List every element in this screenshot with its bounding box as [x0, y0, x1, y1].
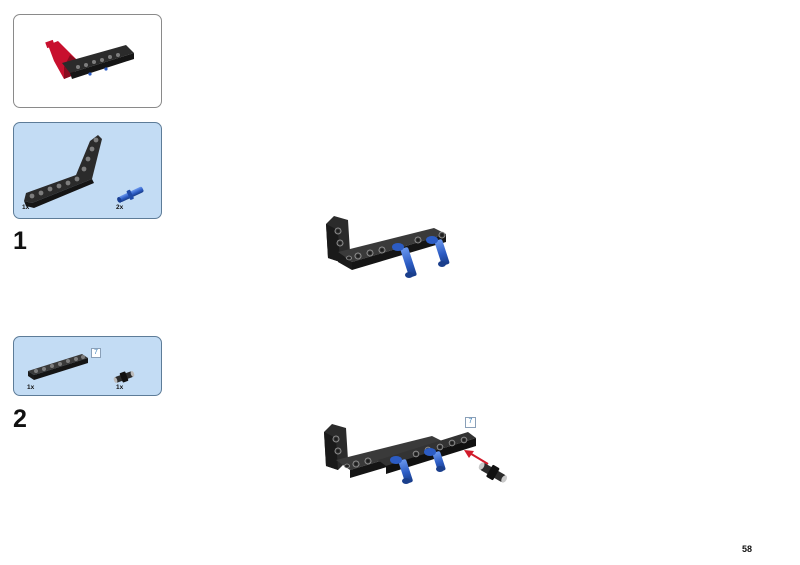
subassembly-panel — [13, 14, 162, 108]
blue-axle-pin-icon — [117, 186, 144, 203]
part-qty: 1x — [22, 204, 30, 211]
step-number: 1 — [13, 227, 27, 255]
straight-beam-7-icon — [28, 354, 88, 380]
subassembly-model-icon — [45, 39, 134, 79]
bent-liftarm-icon — [24, 135, 102, 208]
step-number: 2 — [13, 405, 27, 433]
insert-arrow — [464, 450, 489, 465]
black-axle-connector-icon — [113, 371, 135, 383]
part-qty: 1x — [27, 384, 35, 391]
page-number: 58 — [742, 544, 753, 554]
step-2-parts-panel: 7 1x 1x — [13, 336, 162, 396]
part-qty: 2x — [116, 204, 124, 211]
step-1-parts-panel: 1x 2x — [13, 122, 162, 219]
callout-length-badge: 7 — [465, 417, 476, 428]
part-qty: 1x — [116, 384, 124, 391]
beam-length-badge: 7 — [91, 348, 101, 358]
